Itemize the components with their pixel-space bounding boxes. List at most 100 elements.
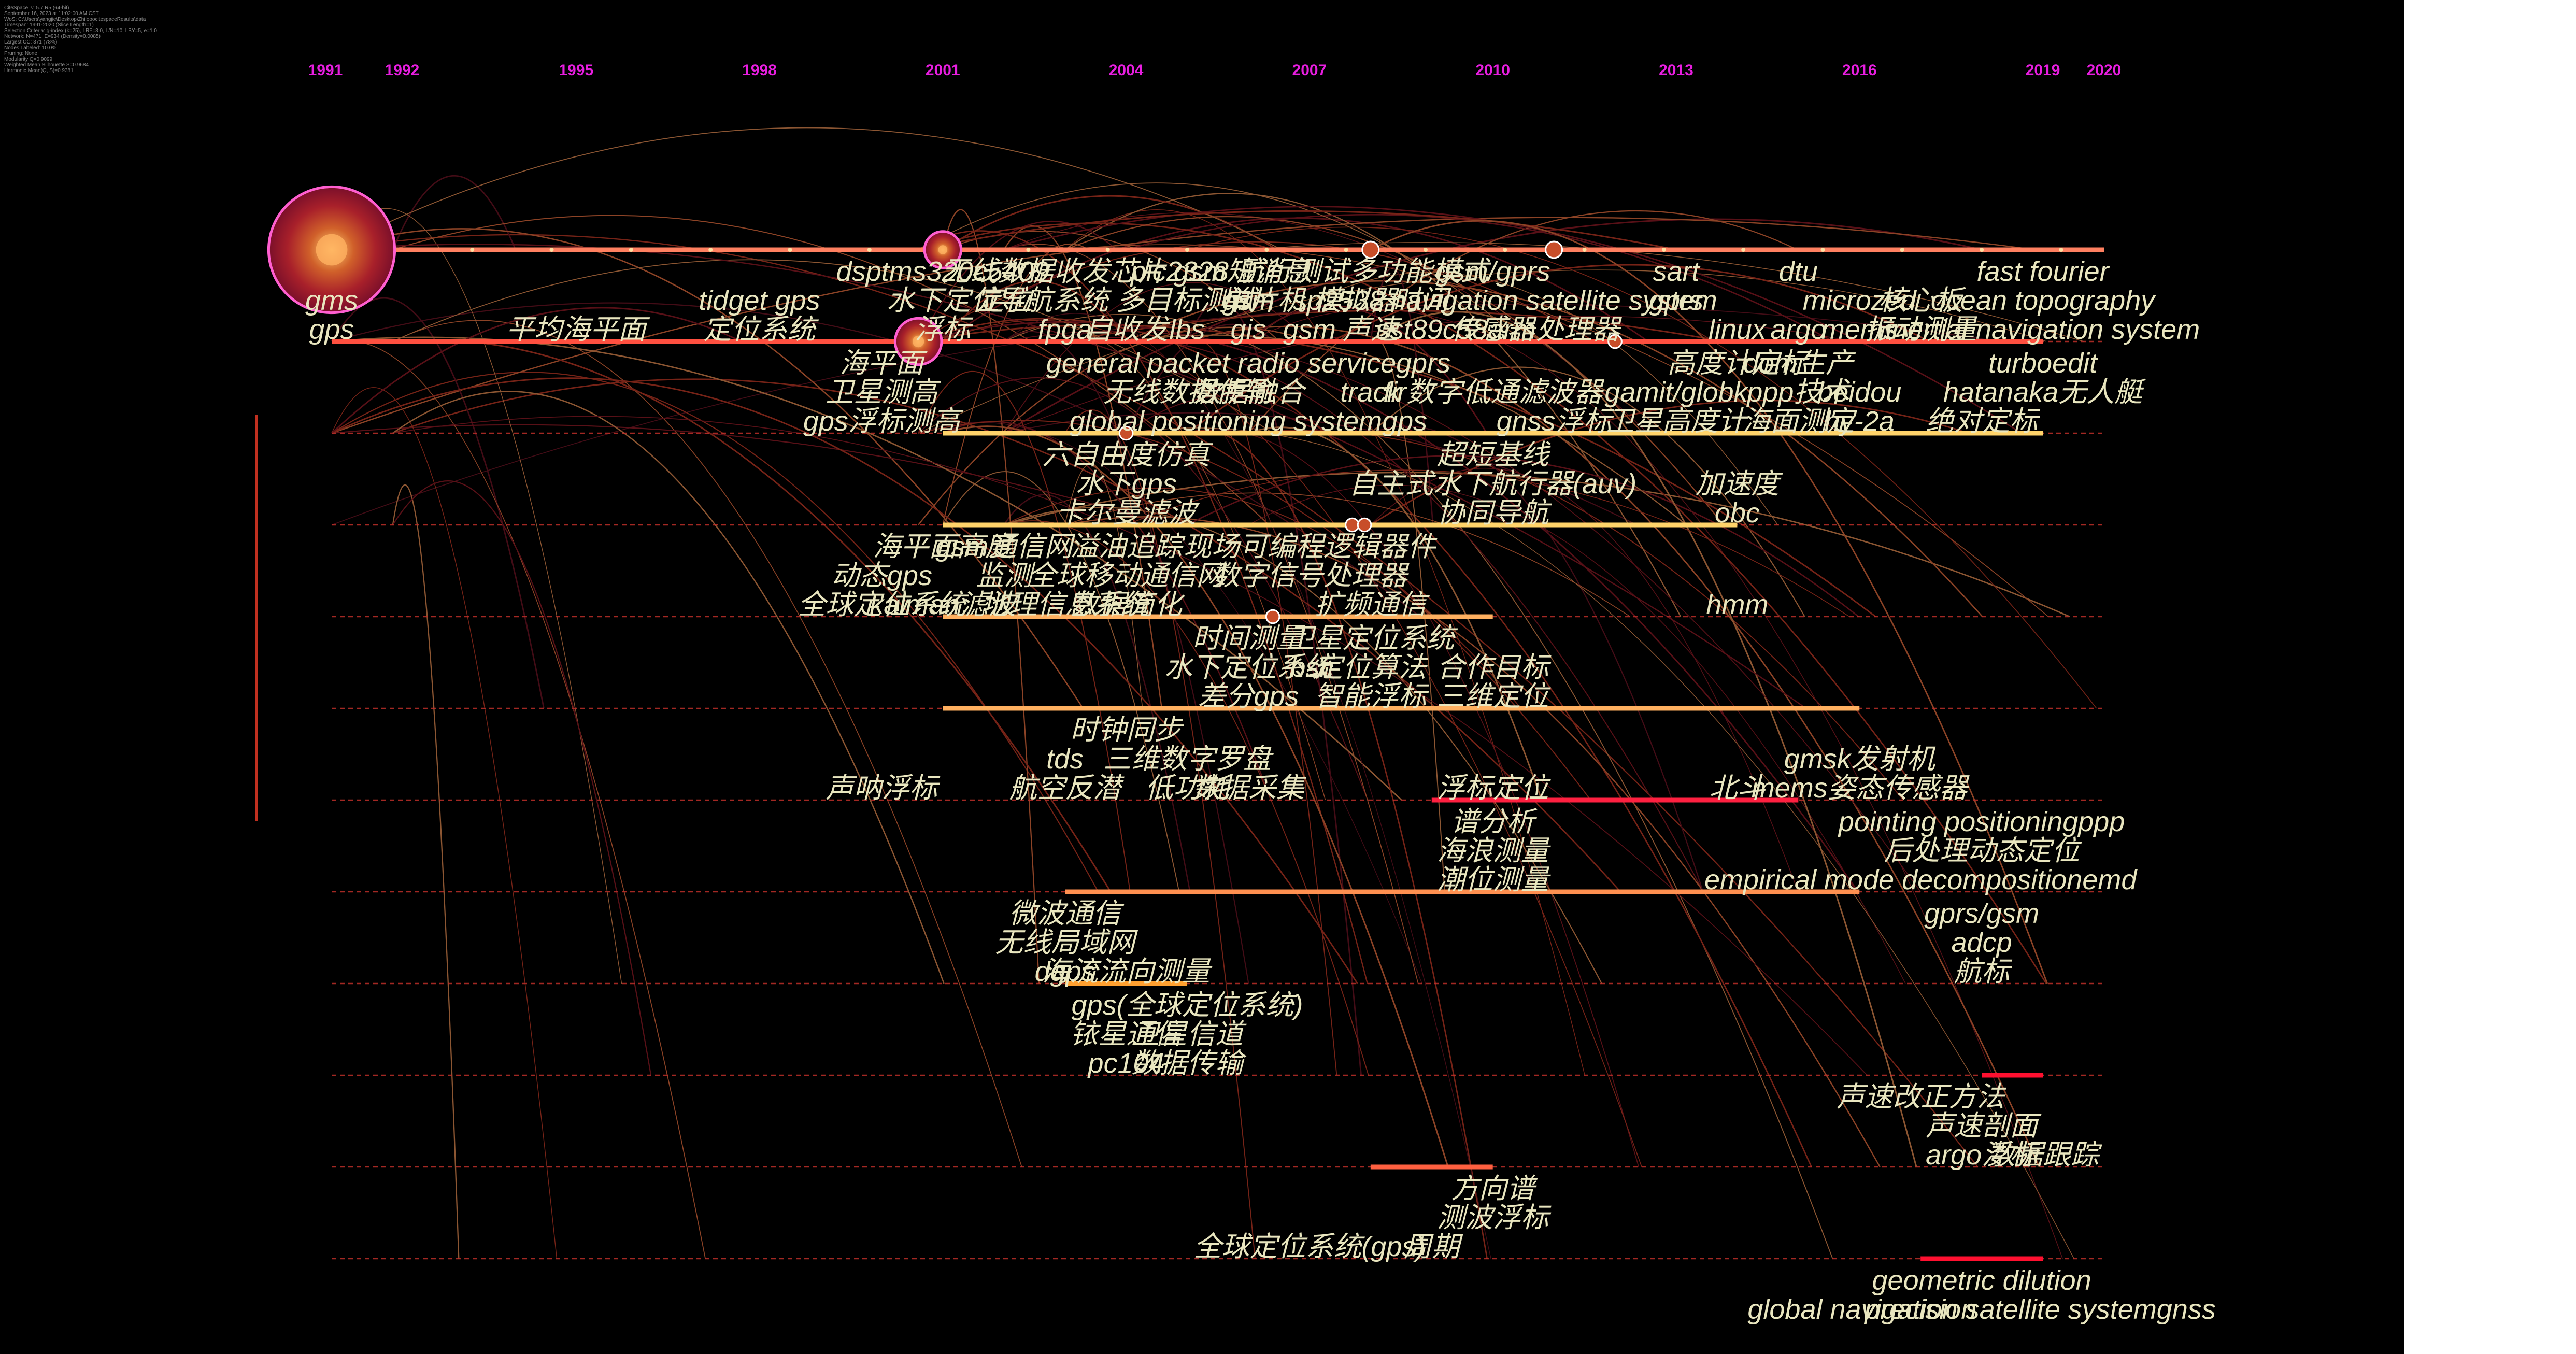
citation-arc [1248, 210, 1798, 434]
keyword-label: tidget gps [699, 285, 820, 316]
keyword-label: 数字信号处理器 [1212, 560, 1410, 591]
keyword-label: gms [305, 285, 358, 316]
keyword-label: 溢油追踪 [1070, 531, 1186, 562]
keyword-label: 水下定位 [887, 285, 1001, 316]
citation-arc [331, 234, 1979, 1167]
keyword-label: 卫星定位系统 [1287, 623, 1458, 654]
citation-arc [331, 228, 1084, 709]
keyword-labels: gmsgpsdsptms320c5409水下定位tidget gps平均海平面定… [305, 256, 2216, 1325]
citation-arc [918, 182, 1523, 342]
keyword-label: global positioning systemgps [1070, 406, 1427, 437]
minor-node [1980, 248, 1984, 252]
citation-arc [1187, 226, 2097, 709]
citation-arc [1003, 494, 1191, 892]
keyword-label: 海平面 [839, 348, 928, 379]
citation-arc [1187, 455, 1859, 618]
keyword-label: 定位算法 [1315, 652, 1429, 683]
minor-node [470, 248, 475, 252]
keyword-label: adcp [1952, 927, 2012, 958]
keyword-label: general packet radio servicegprs [1046, 348, 1450, 379]
keyword-node-core [938, 245, 948, 254]
citation-arc [1064, 409, 1256, 1259]
keyword-node [1118, 425, 1134, 441]
citation-arc [942, 425, 1449, 1167]
citation-arc [1187, 325, 2040, 1167]
keyword-label: 数据传输 [1131, 1048, 1247, 1079]
citation-arc [331, 372, 1099, 892]
citation-arc [1370, 267, 1434, 525]
citation-arc [331, 377, 1358, 984]
keyword-node-core [912, 335, 924, 348]
keyword-label: microzed [1803, 285, 1917, 316]
keyword-label: ocean topography [1931, 285, 2156, 316]
info-line: Selection Criteria: g-index (k=25), LRF=… [4, 28, 157, 34]
info-line: Nodes Labeled: 10.0% [4, 45, 57, 51]
keyword-label: sst89c58 [1376, 314, 1488, 345]
keyword-label: 加速度 [1695, 468, 1783, 500]
year-tick-label: 1992 [385, 62, 420, 79]
info-line: WoS: C:\Users\yangjie\Desktop\Zhilooocit… [4, 17, 146, 22]
keyword-label: 数据采集 [1192, 773, 1306, 804]
minor-node [1582, 248, 1587, 252]
citation-arc [1187, 429, 1640, 1167]
keyword-label: gsm [1283, 314, 1336, 345]
citation-arc [942, 471, 1180, 892]
citation-arc [1370, 467, 1799, 892]
keyword-label: 差分gps [1198, 681, 1299, 712]
keyword-label: 振动测量 [1865, 314, 1979, 345]
citation-arc [331, 302, 1421, 617]
keyword-label: 无线数据收发芯片 gsm短消息 [942, 256, 1311, 287]
minor-node [1423, 248, 1428, 252]
citation-arc [392, 416, 1868, 1076]
minor-node [1105, 248, 1110, 252]
citation-arc [331, 127, 1283, 250]
keyword-label: 合作目标 [1437, 652, 1552, 683]
keyword-label: hy-2a [1825, 406, 1895, 437]
year-tick-label: 2020 [2087, 62, 2122, 79]
right-blank-panel [2404, 0, 2576, 1354]
keyword-label: fpga [1038, 314, 1092, 345]
citation-arc [1248, 272, 1778, 525]
keyword-label: empirical mode decompositionemd [1704, 864, 2138, 895]
citation-arc [918, 220, 1117, 342]
year-tick-label: 1998 [742, 62, 777, 79]
citation-arc [1003, 313, 1491, 1259]
info-line: Timespan: 1991-2020 (Slice Length=1) [4, 22, 94, 28]
keyword-label: gsm [1222, 285, 1275, 316]
keyword-label: 扩频通信 [1315, 589, 1430, 620]
keyword-label: beidou [1817, 377, 1901, 408]
keyword-label: 核心板 [1878, 285, 1966, 316]
citation-arc [918, 420, 1591, 801]
keyword-label: 全球定位系统(gps) [1193, 1231, 1425, 1262]
citation-arc [392, 339, 1112, 892]
keyword-label: argo浮标 [1926, 1139, 2041, 1171]
keyword-label: gsm/gprs [1435, 256, 1550, 287]
citation-arc [392, 480, 652, 1076]
keyword-label: 卫星测高 [826, 377, 941, 408]
keyword-label: 低功耗 [1145, 773, 1232, 804]
keyword-label: gprs [1649, 285, 1703, 316]
citation-arc [1064, 492, 1631, 617]
minor-node [708, 248, 713, 252]
keyword-label: mems [1821, 314, 1898, 345]
citation-arc [1126, 395, 1329, 434]
keyword-label: 卡尔曼滤波 [1056, 497, 1200, 529]
citation-arc [918, 241, 1595, 342]
citation-arc [918, 324, 1876, 618]
keyword-label: linux [1709, 314, 1767, 345]
keyword-label: argo [1770, 314, 1826, 345]
keyword-label: 声速改正方法 [1837, 1081, 2006, 1113]
keyword-label: 水下定位系统 [1164, 652, 1336, 683]
keyword-label: turboedit [1988, 348, 2098, 379]
keyword-node [1345, 517, 1360, 533]
citation-arc [1003, 282, 1310, 434]
keyword-label: precision [1863, 1294, 1976, 1325]
keyword-node [1357, 517, 1372, 533]
info-line: Modularity Q=0.9099 [4, 56, 53, 62]
keyword-label: 测波浮标 [1437, 1202, 1552, 1233]
minor-node [1185, 248, 1190, 252]
keyword-label: 时间测量 [1192, 623, 1307, 654]
citation-arc [1126, 334, 1687, 525]
citation-arc [1370, 311, 1917, 1167]
keyword-label: global navigation satellite systemgnss [1747, 1294, 2216, 1325]
